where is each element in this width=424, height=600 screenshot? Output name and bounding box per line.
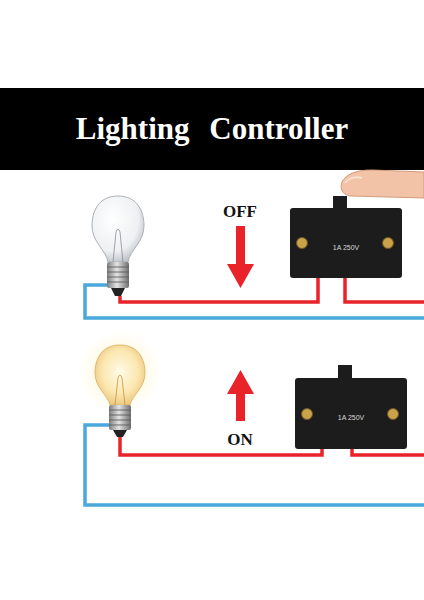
finger — [341, 170, 424, 198]
down-arrow — [227, 226, 254, 288]
switch-box: 1A 250V — [290, 208, 402, 278]
light-bulb-off — [92, 196, 144, 296]
title-band — [0, 88, 424, 170]
screw-hole — [388, 409, 399, 420]
screw-hole — [297, 238, 308, 249]
live-wire — [120, 278, 318, 302]
live-wire — [352, 448, 424, 455]
live-wire — [345, 278, 424, 302]
screw-hole — [302, 409, 313, 420]
screw-hole — [383, 238, 394, 249]
rating-text: 1A 250V — [338, 414, 364, 421]
plunger — [333, 196, 347, 209]
switch-box: 1A 250V — [295, 378, 407, 449]
title: Lighting Controller — [0, 88, 424, 170]
live-wire — [120, 437, 322, 455]
fingernail — [345, 177, 362, 183]
light-bulb-on — [78, 330, 162, 437]
plunger — [338, 365, 352, 379]
state-label: OFF — [223, 202, 257, 222]
rating-text: 1A 250V — [333, 244, 359, 251]
state-label: ON — [227, 430, 253, 450]
up-arrow — [227, 370, 254, 421]
